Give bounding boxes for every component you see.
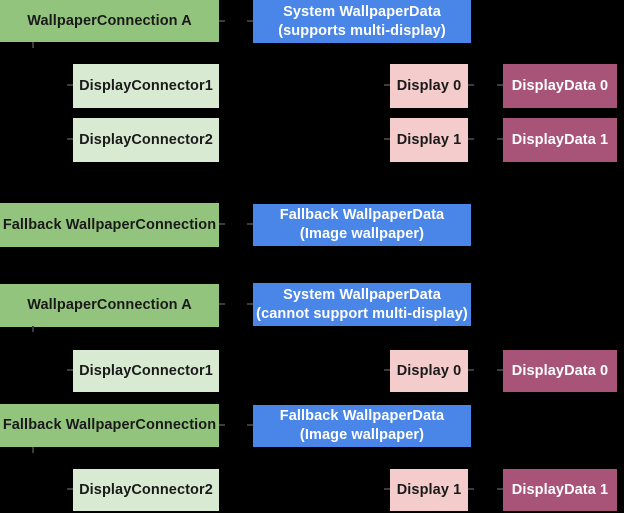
node-label: Fallback WallpaperConnection <box>2 417 217 433</box>
node-sublabel: (supports multi-display) <box>278 22 446 39</box>
connector-stub <box>219 20 225 22</box>
node-label: DisplayConnector1 <box>79 362 213 379</box>
node-label: Display 1 <box>396 131 462 148</box>
node-display-data-1-2: DisplayData 1 <box>503 469 617 511</box>
node-label: DisplayData 1 <box>511 481 609 498</box>
node-label: Fallback WallpaperData <box>279 207 445 223</box>
connector-stub <box>497 488 503 490</box>
node-label: WallpaperConnection A <box>27 12 192 29</box>
node-display-0: Display 0 <box>390 64 468 108</box>
connector-stub <box>219 223 225 225</box>
node-system-wallpaper-data-multi: System WallpaperData (supports multi-dis… <box>253 0 471 43</box>
node-label: Fallback WallpaperData <box>279 408 445 424</box>
connector-stub <box>497 138 503 140</box>
node-display-connector-2-2: DisplayConnector2 <box>73 469 219 511</box>
connector-stub <box>497 369 503 371</box>
node-label: WallpaperConnection A <box>27 297 192 313</box>
node-label: DisplayData 0 <box>511 77 609 94</box>
node-fallback-wallpaper-connection-2: Fallback WallpaperConnection <box>0 404 219 447</box>
connector-stub <box>468 138 474 140</box>
connector-stub <box>32 447 34 453</box>
node-label: Display 1 <box>396 481 462 498</box>
connector-stub <box>32 326 34 332</box>
node-fallback-wallpaper-data: Fallback WallpaperData (Image wallpaper) <box>253 204 471 246</box>
connector-stub <box>219 424 225 426</box>
connector-stub <box>247 424 253 426</box>
connector-stub <box>32 42 34 48</box>
node-system-wallpaper-data-single: System WallpaperData (cannot support mul… <box>253 283 471 326</box>
node-label: Display 0 <box>396 362 462 379</box>
node-sublabel: (Image wallpaper) <box>299 427 425 443</box>
node-display-connector-1: DisplayConnector1 <box>73 64 219 108</box>
node-label: DisplayData 0 <box>511 362 609 379</box>
node-label: DisplayConnector1 <box>79 77 213 94</box>
node-display-data-0-2: DisplayData 0 <box>503 350 617 392</box>
node-display-data-1: DisplayData 1 <box>503 118 617 162</box>
connector-stub <box>468 84 474 86</box>
connector-stub <box>67 369 73 371</box>
node-display-data-0: DisplayData 0 <box>503 64 617 108</box>
node-fallback-wallpaper-connection: Fallback WallpaperConnection <box>0 203 219 247</box>
connector-stub <box>67 138 73 140</box>
connector-stub <box>384 369 390 371</box>
node-label: DisplayConnector2 <box>79 131 213 148</box>
node-label: System WallpaperData <box>283 286 441 303</box>
node-wallpaper-connection-a-2: WallpaperConnection A <box>0 284 219 327</box>
node-wallpaper-connection-a: WallpaperConnection A <box>0 0 219 42</box>
node-label: System WallpaperData <box>283 3 441 20</box>
connector-stub <box>497 84 503 86</box>
node-fallback-wallpaper-data-2: Fallback WallpaperData (Image wallpaper) <box>253 405 471 447</box>
connector-stub <box>468 369 474 371</box>
connector-stub <box>247 20 253 22</box>
node-label: DisplayData 1 <box>511 131 609 148</box>
connector-stub <box>67 84 73 86</box>
node-display-connector-1-2: DisplayConnector1 <box>73 350 219 392</box>
connector-stub <box>219 303 225 305</box>
connector-stub <box>384 138 390 140</box>
node-sublabel: (Image wallpaper) <box>299 226 425 242</box>
connector-stub <box>468 488 474 490</box>
node-display-connector-2: DisplayConnector2 <box>73 118 219 162</box>
node-label: Fallback WallpaperConnection <box>2 216 217 233</box>
node-display-1-2: Display 1 <box>390 469 468 511</box>
connector-stub <box>247 223 253 225</box>
connector-stub <box>384 488 390 490</box>
node-label: Display 0 <box>396 77 462 94</box>
connector-stub <box>67 488 73 490</box>
connector-stub <box>384 84 390 86</box>
node-sublabel: (cannot support multi-display) <box>256 305 468 322</box>
node-display-0-2: Display 0 <box>390 350 468 392</box>
node-label: DisplayConnector2 <box>79 481 213 498</box>
node-display-1: Display 1 <box>390 118 468 162</box>
connector-stub <box>247 303 253 305</box>
